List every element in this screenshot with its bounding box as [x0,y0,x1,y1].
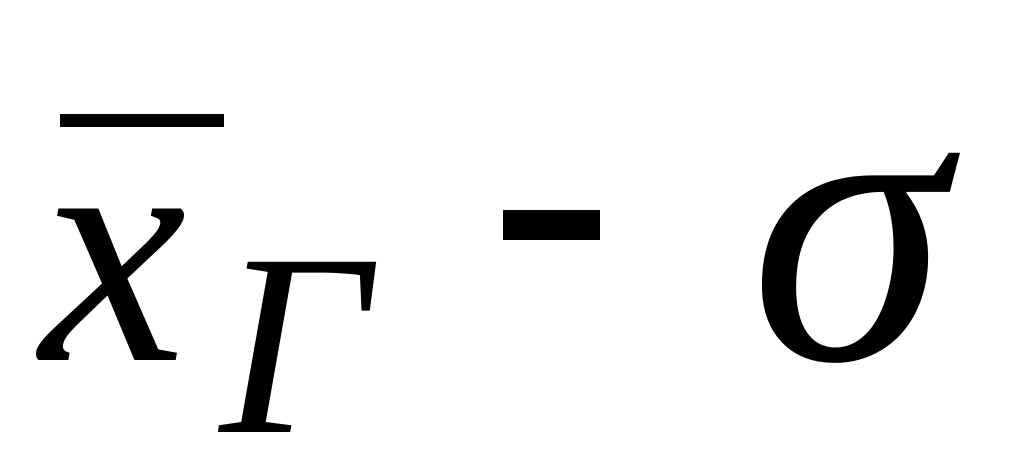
variable-x: x [40,67,187,432]
overbar-mean-line [60,114,224,127]
symbol-sigma: σ [750,3,948,446]
minus-sign-text: - [503,210,504,211]
minus-sign: - [503,210,600,240]
subscript-gamma: Γ [220,201,368,457]
